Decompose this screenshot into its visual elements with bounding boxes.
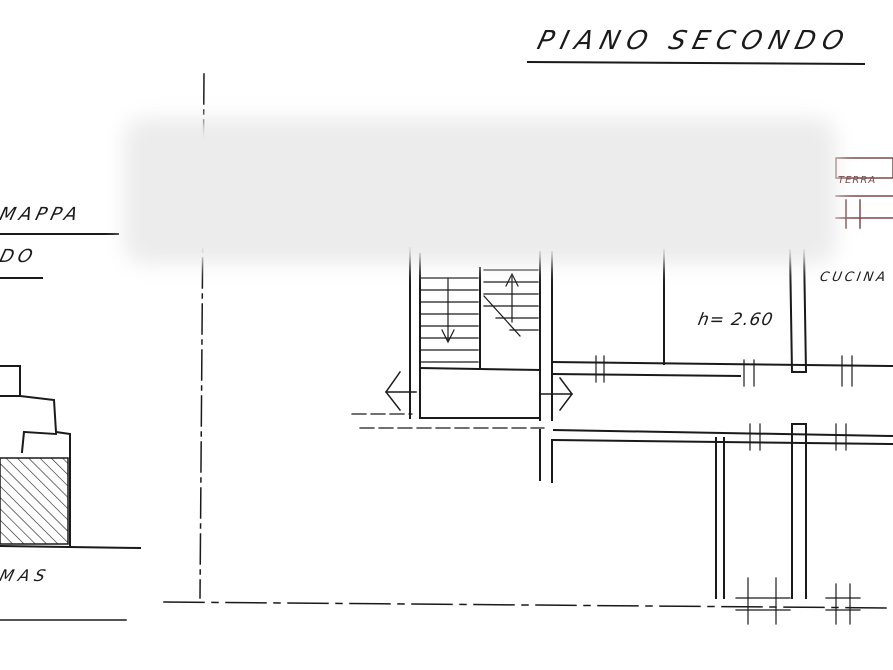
walls: [539, 248, 893, 599]
bottom-dashed-line: [163, 601, 893, 609]
stairwell: [409, 247, 553, 421]
redacted-area: [124, 118, 836, 264]
left-subtitle-fragment: DO: [0, 246, 39, 267]
sheet-divider: [199, 73, 205, 599]
terrace-label: TERRA: [838, 175, 877, 186]
left-bottom-label: MAS: [0, 566, 53, 585]
kitchen-label: CUCINA: [818, 270, 890, 285]
plan-title: PIANO SECONDO: [534, 26, 854, 56]
ceiling-height-label: h= 2.60: [696, 310, 776, 330]
title-underline: [526, 60, 866, 66]
left-title-fragment: MAPPA: [0, 204, 84, 225]
site-map: [0, 365, 142, 621]
